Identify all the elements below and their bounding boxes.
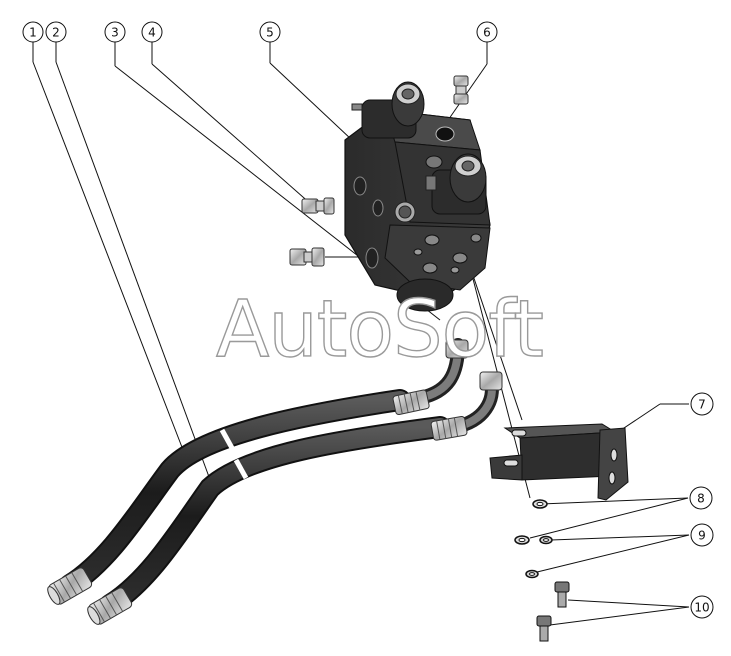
callout-1: 1 <box>22 21 44 43</box>
valve-block <box>344 81 491 312</box>
callout-3: 3 <box>104 21 126 43</box>
svg-text:5: 5 <box>266 26 274 40</box>
svg-text:1: 1 <box>29 26 37 40</box>
svg-text:7: 7 <box>698 398 706 412</box>
hydraulic-hoses <box>47 338 503 625</box>
svg-text:4: 4 <box>148 26 156 40</box>
watermark-logo: AutoSoft <box>216 285 543 375</box>
svg-text:9: 9 <box>698 529 706 543</box>
adapter-fitting-4 <box>301 197 335 215</box>
callout-7: 7 <box>690 392 714 416</box>
hose-end-fitting-1 <box>47 567 93 605</box>
fitting-6 <box>453 75 469 105</box>
callout-4: 4 <box>141 21 163 43</box>
solenoid-coil-upper <box>351 81 425 139</box>
solenoid-coil-lower <box>425 153 487 215</box>
hose-ferrule-upper <box>392 389 430 416</box>
mounting-bracket <box>489 423 629 501</box>
callouts: 1 2 3 4 5 6 7 8 9 10 <box>22 21 714 619</box>
callout-9: 9 <box>690 523 714 547</box>
callout-8: 8 <box>689 486 713 510</box>
bolts <box>536 581 570 642</box>
washers <box>514 499 553 579</box>
svg-text:3: 3 <box>111 26 119 40</box>
svg-text:10: 10 <box>694 601 709 615</box>
callout-10: 10 <box>690 595 714 619</box>
callout-2: 2 <box>45 21 67 43</box>
adapter-fitting-3 <box>289 247 325 267</box>
callout-6: 6 <box>476 21 498 43</box>
svg-text:6: 6 <box>483 26 491 40</box>
svg-text:2: 2 <box>52 26 60 40</box>
svg-text:8: 8 <box>697 492 705 506</box>
hose-ferrule-lower <box>430 415 468 441</box>
tube-nut-left <box>445 339 503 391</box>
callout-5: 5 <box>259 21 281 43</box>
hose-end-fitting-2 <box>87 587 133 625</box>
